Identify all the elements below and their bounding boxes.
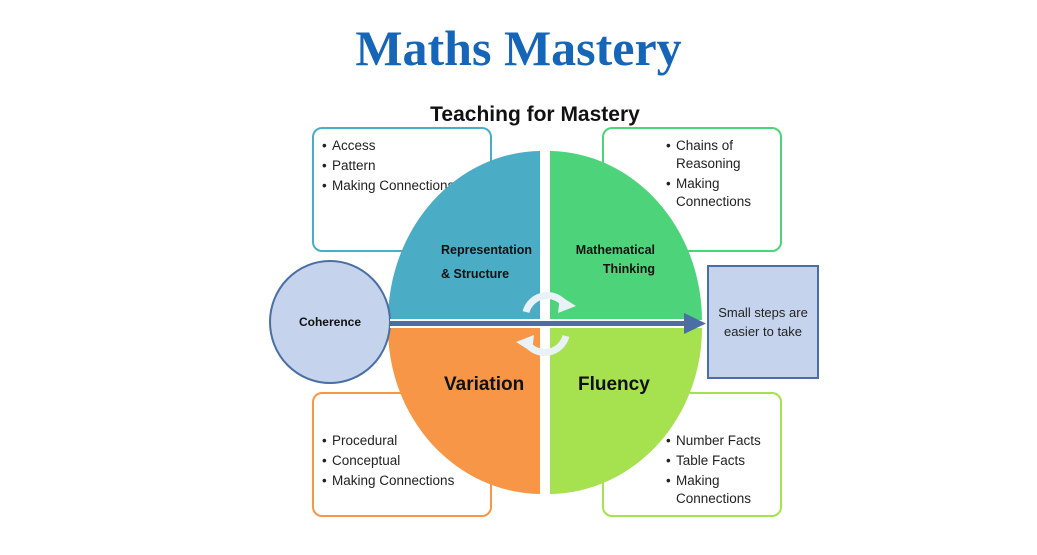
bullet-item: Chains of Reasoning — [664, 137, 780, 173]
quadrant-representation — [388, 151, 540, 320]
bullet-item: Making Connections — [664, 175, 780, 211]
bullet-list-top-right: Chains of ReasoningMaking Connections — [664, 137, 780, 211]
coherence-arrow — [390, 313, 706, 334]
bullet-item: Table Facts — [664, 452, 780, 470]
bullet-item: Pattern — [320, 157, 490, 175]
bullet-item: Making Connections — [320, 177, 490, 195]
bullet-item: Conceptual — [320, 452, 490, 470]
small-steps-box: Small steps are easier to take — [707, 265, 819, 379]
quadrant-fluency — [550, 328, 702, 494]
bullet-list-top-left: AccessPatternMaking Connections — [320, 137, 490, 195]
quadrant-label-mathematical-thinking: Mathematical Thinking — [575, 243, 655, 276]
box-top-left: AccessPatternMaking Connections — [312, 127, 492, 252]
bullet-list-bottom-right: Number FactsTable FactsMaking Connection… — [664, 432, 780, 508]
diagram-heading: Teaching for Mastery — [430, 103, 640, 126]
bullet-item: Making Connections — [664, 472, 780, 508]
bullet-item: Procedural — [320, 432, 490, 450]
bullet-item: Making Connections — [320, 472, 490, 490]
bullet-item: Access — [320, 137, 490, 155]
coherence-label: Coherence — [298, 315, 362, 329]
bullet-list-bottom-left: ProceduralConceptualMaking Connections — [320, 432, 490, 490]
quadrant-label-variation: Variation — [444, 374, 525, 395]
bullet-item: Number Facts — [664, 432, 780, 450]
quadrant-mathematical-thinking — [550, 151, 702, 320]
quadrant-variation — [388, 328, 540, 494]
quadrant-label-fluency: Fluency — [578, 374, 650, 395]
quadrant-label-representation: Representation & Structure — [441, 243, 532, 281]
page-title: Maths Mastery — [355, 20, 682, 76]
